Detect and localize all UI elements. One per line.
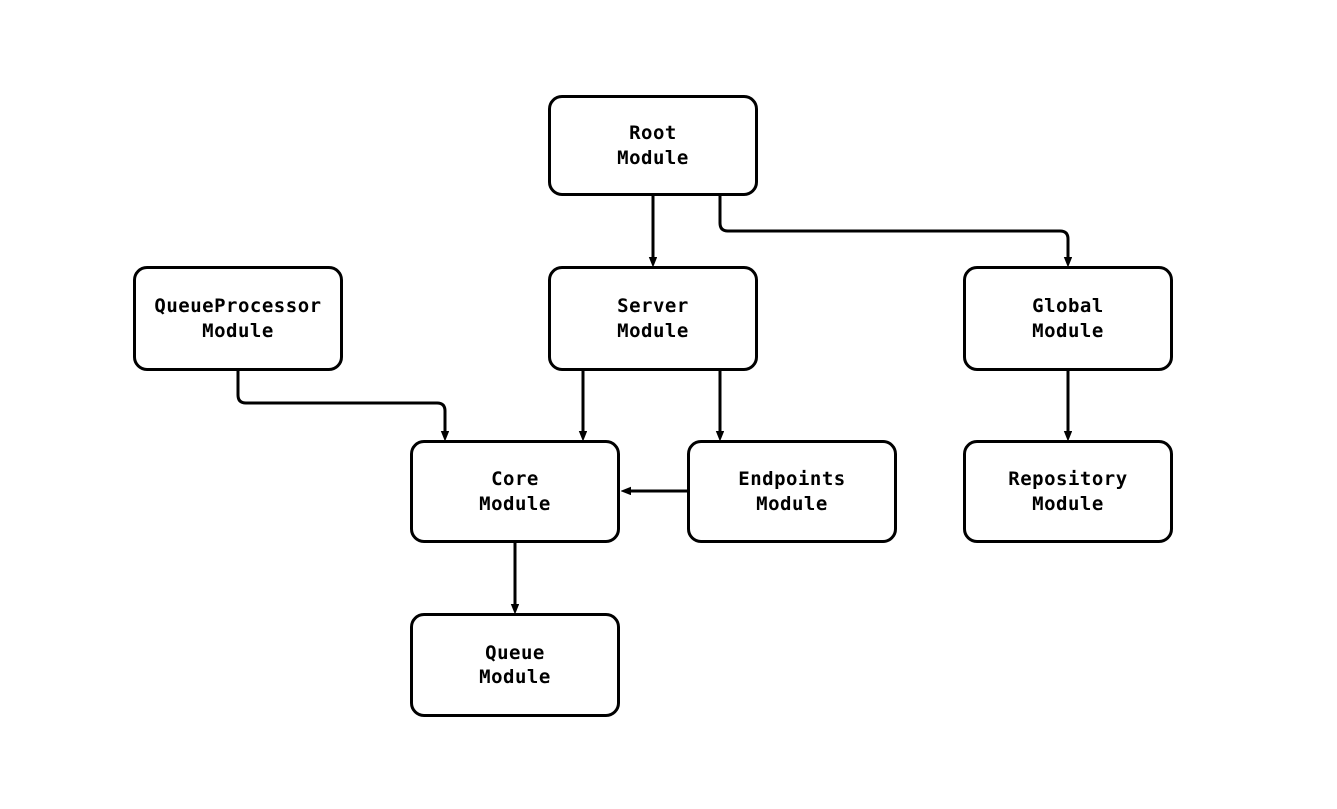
node-label-secondary: Module bbox=[617, 146, 689, 169]
edges-group bbox=[236, 196, 1068, 605]
node-label-secondary: Module bbox=[756, 492, 828, 515]
node-label-secondary: Module bbox=[617, 319, 689, 342]
node-label-primary: Core bbox=[491, 468, 539, 491]
node-label-primary: Server bbox=[617, 295, 689, 318]
node-label-primary: Root bbox=[629, 122, 677, 145]
node-label-primary: Endpoints bbox=[738, 468, 846, 491]
node-label-primary: Global bbox=[1032, 295, 1104, 318]
node-label-primary: QueueProcessor bbox=[154, 295, 322, 318]
node-label-secondary: Module bbox=[479, 666, 551, 688]
node-label-primary: Queue bbox=[485, 641, 545, 664]
node-label-primary: Repository bbox=[1008, 468, 1128, 491]
edge-queueprocessor-to-core bbox=[236, 371, 445, 432]
node-label-secondary: Module bbox=[479, 492, 551, 515]
edge-root-to-global bbox=[718, 196, 1068, 258]
node-label-secondary: Module bbox=[1032, 492, 1104, 515]
node-label-secondary: Module bbox=[202, 319, 274, 342]
node-label-secondary: Module bbox=[1032, 319, 1104, 342]
